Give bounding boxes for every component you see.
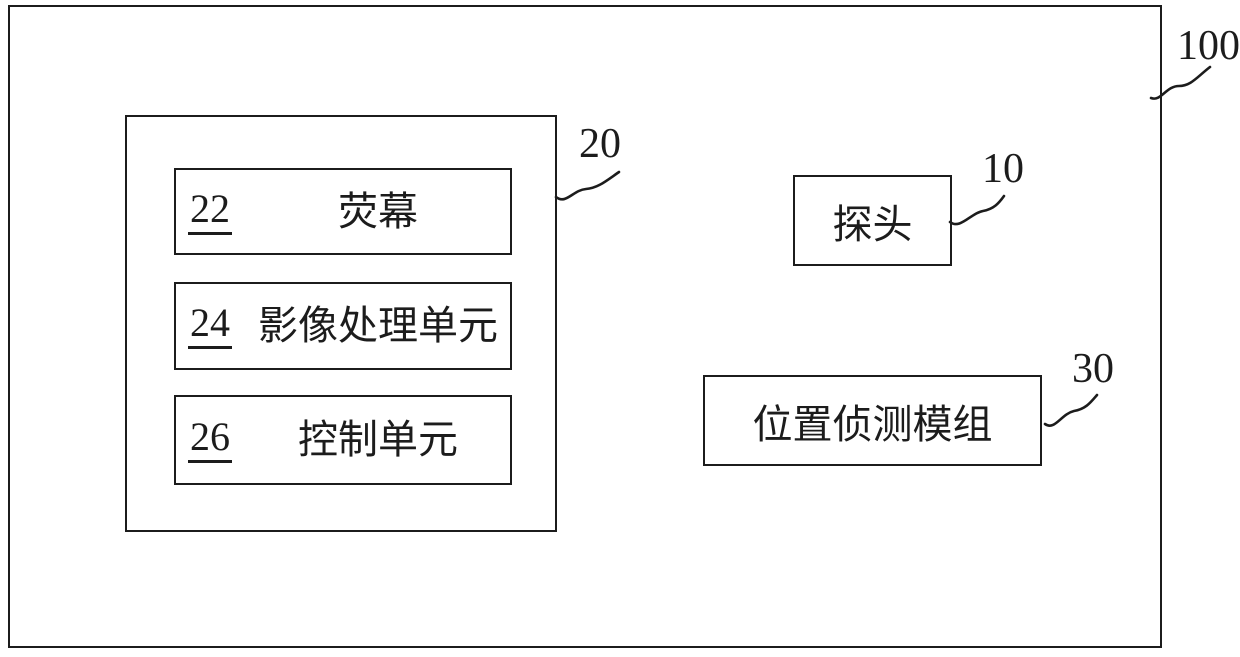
ref-label-system: 100: [1177, 23, 1240, 69]
probe-label: 探头: [832, 201, 913, 247]
unit-label: 影像处理单元: [258, 303, 498, 348]
ref-label-probe: 10: [982, 146, 1024, 192]
unit-box-screen: 22 荧幕: [174, 168, 512, 255]
unit-ref-number: 22: [188, 188, 232, 235]
monitor-group-box: 22 荧幕 24 影像处理单元 26 控制单元: [125, 115, 557, 532]
unit-label: 荧幕: [338, 188, 418, 234]
position-module-label: 位置侦测模组: [752, 401, 993, 447]
position-module-box: 位置侦测模组: [703, 375, 1042, 466]
ref-label-position-module: 30: [1072, 346, 1114, 392]
ref-label-monitor: 20: [579, 121, 621, 167]
unit-ref-number: 24: [188, 303, 232, 349]
unit-ref-number: 26: [188, 417, 232, 463]
probe-box: 探头: [793, 175, 952, 266]
unit-box-control: 26 控制单元: [174, 395, 512, 485]
unit-label: 控制单元: [298, 417, 458, 462]
unit-box-image-processing: 24 影像处理单元: [174, 282, 512, 370]
